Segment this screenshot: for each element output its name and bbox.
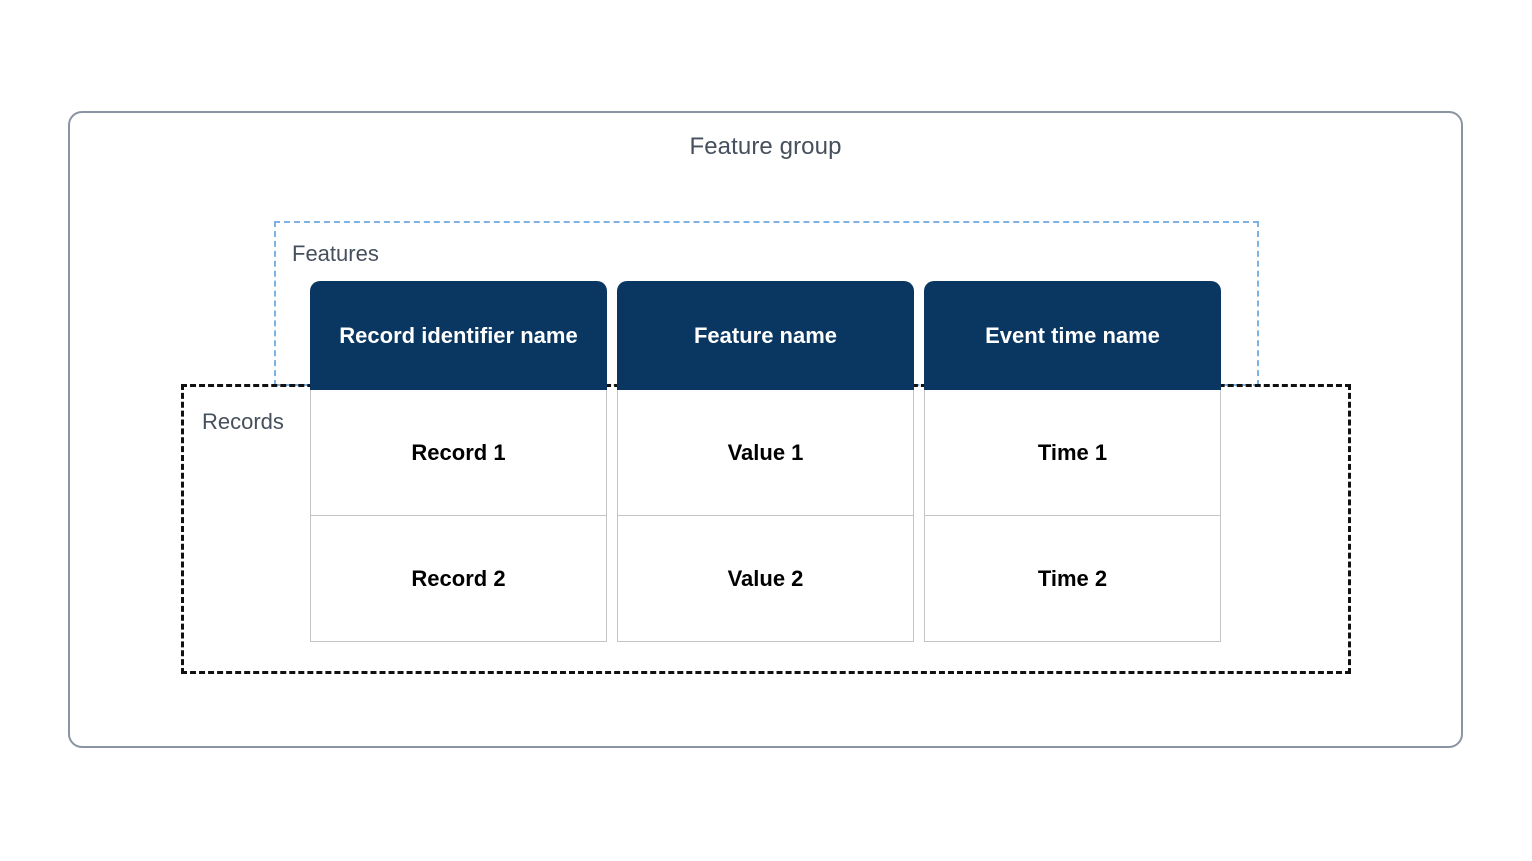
records-group-label: Records bbox=[202, 409, 284, 434]
column-header-event-time-name: Event time name bbox=[924, 281, 1221, 390]
features-group-label: Features bbox=[292, 241, 379, 266]
feature-group-title: Feature group bbox=[689, 133, 842, 160]
table-cell-record-2: Record 2 bbox=[310, 516, 607, 642]
table-cell-time-1: Time 1 bbox=[924, 390, 1221, 516]
column-header-feature-name: Feature name bbox=[617, 281, 914, 390]
table-column-feature-name: Feature name Value 1 Value 2 bbox=[617, 281, 914, 642]
feature-table: Record identifier name Record 1 Record 2… bbox=[310, 281, 1221, 642]
table-column-record-identifier: Record identifier name Record 1 Record 2 bbox=[310, 281, 607, 642]
table-cell-value-1: Value 1 bbox=[617, 390, 914, 516]
table-cell-record-1: Record 1 bbox=[310, 390, 607, 516]
table-cell-value-2: Value 2 bbox=[617, 516, 914, 642]
table-column-event-time-name: Event time name Time 1 Time 2 bbox=[924, 281, 1221, 642]
table-cell-time-2: Time 2 bbox=[924, 516, 1221, 642]
column-header-record-identifier-name: Record identifier name bbox=[310, 281, 607, 390]
